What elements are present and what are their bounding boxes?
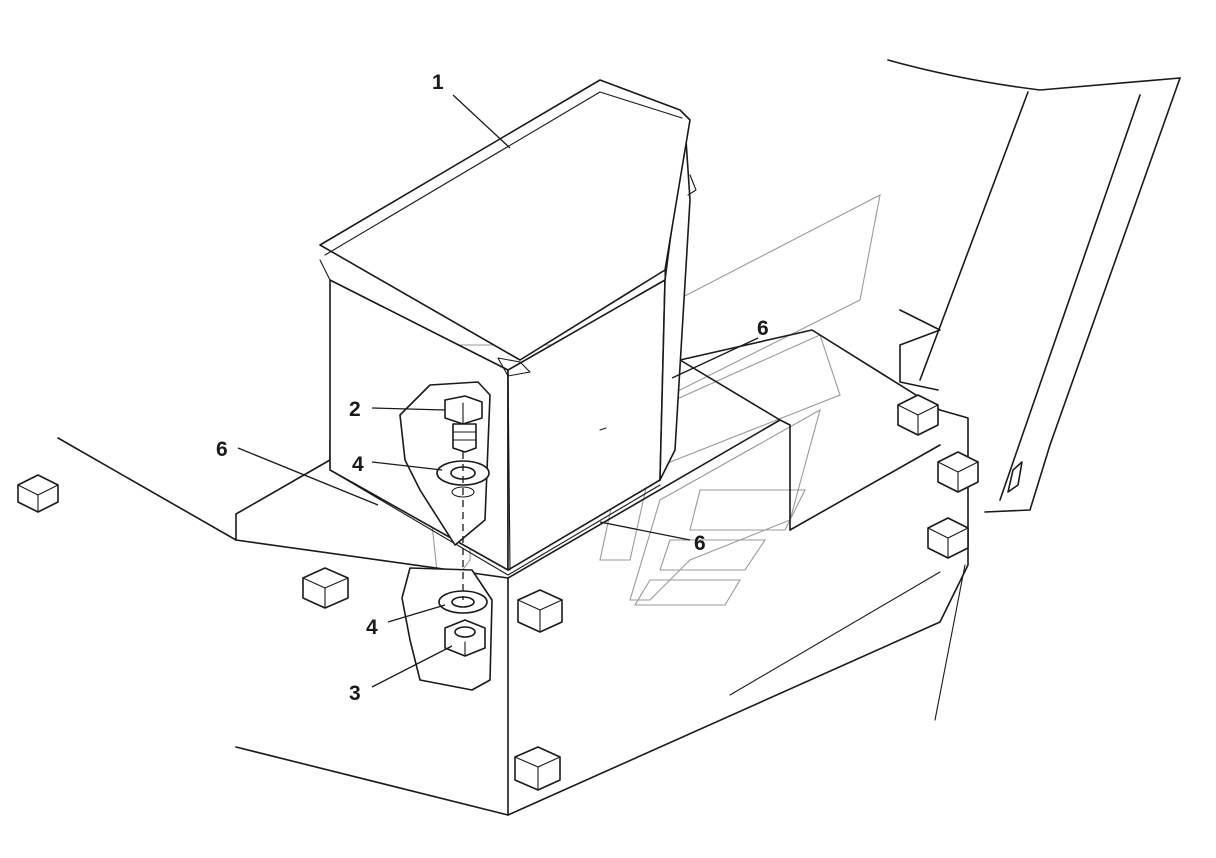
hex-nut [444,619,486,657]
leader-1 [452,94,511,149]
leader-3 [371,645,453,688]
bolt-head-far-left [17,474,59,513]
housing-bolts [17,394,979,791]
leader-lines [237,94,759,688]
washer-lower [438,590,488,614]
bolt-head-left [302,567,349,609]
leader-4-lower [387,604,446,623]
leader-4-upper [371,461,443,471]
callout-2: 2 [349,398,361,421]
washer-upper [436,460,490,498]
callout-6-bottom: 6 [694,532,706,555]
callout-3: 3 [349,682,361,705]
leader-2 [371,407,446,411]
callout-4-lower: 4 [366,616,378,639]
hex-bolt [444,395,483,453]
bolt-head-front [514,746,561,791]
callout-6-top: 6 [757,317,769,340]
leader-6-bottom [599,521,691,541]
bolt-head-center [517,589,563,633]
leader-6-left [237,447,379,506]
callout-1: 1 [432,71,444,94]
bolt-head-right-upper [937,451,979,493]
bolt-head-right-lower [927,517,969,559]
side-support [887,59,1181,513]
callout-labels: 1 2 4 6 6 6 4 3 [216,71,769,705]
leader-6-top [671,337,759,379]
callout-6-left: 6 [216,438,228,461]
bolt-head-top-right [897,394,939,436]
housing-block [507,329,969,816]
callout-4-upper: 4 [352,453,364,476]
